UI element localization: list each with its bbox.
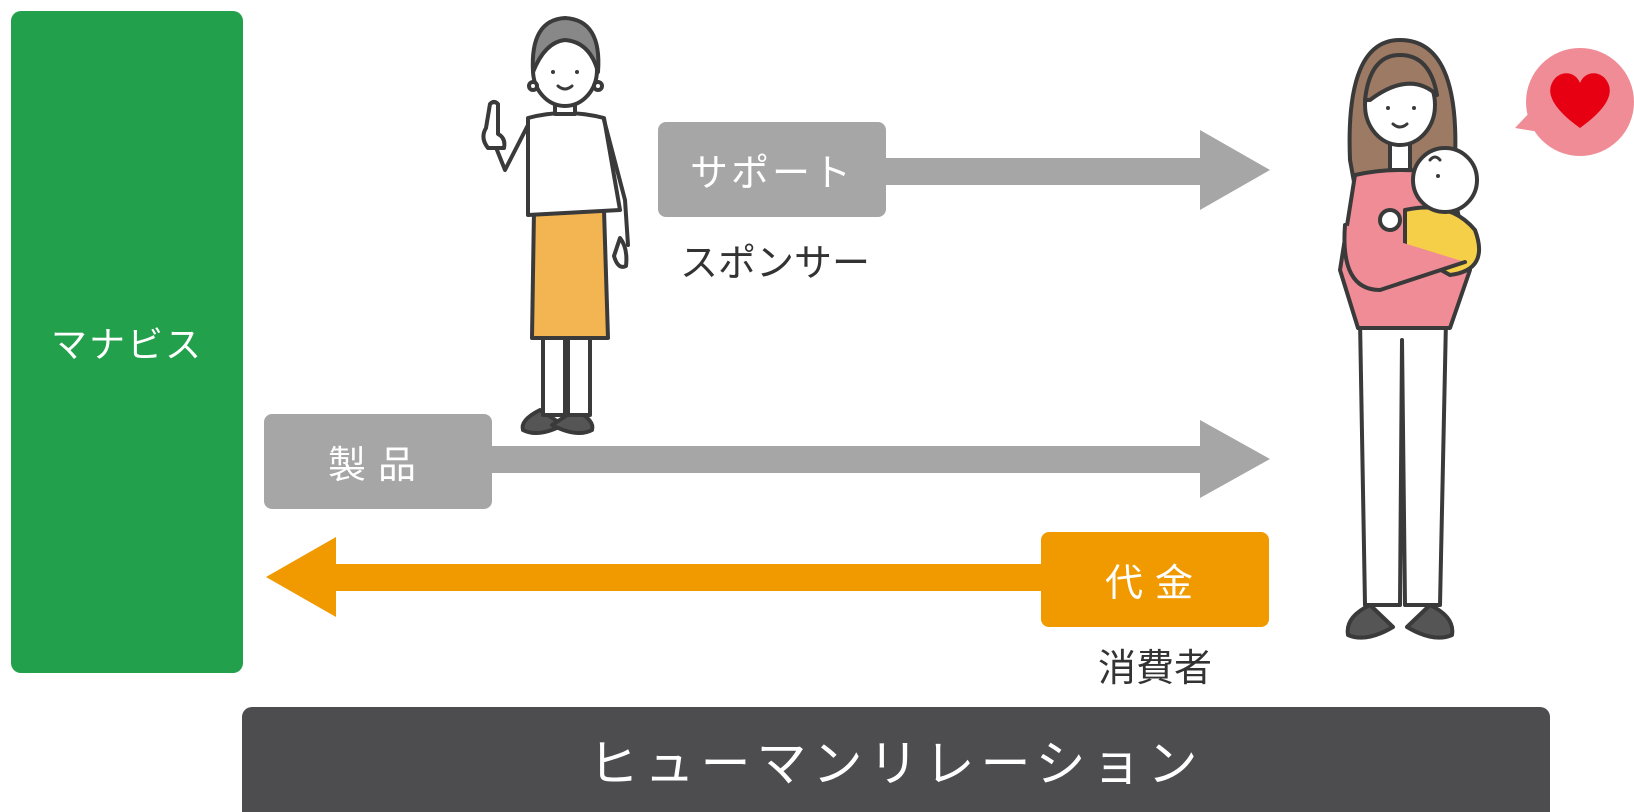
payment-box: 代金 (1041, 532, 1269, 627)
manabis-label: マナビス (50, 325, 203, 366)
product-arrow (488, 420, 1270, 498)
support-arrow (880, 130, 1270, 210)
manabis-box: マナビス (11, 11, 243, 673)
product-box: 製品 (264, 414, 492, 509)
consumer-label: 消費者 (1098, 646, 1213, 690)
human-relation-bar: ヒューマンリレーション (242, 707, 1550, 812)
payment-label: 代金 (1104, 561, 1205, 605)
heart-speech-bubble-icon (1515, 48, 1634, 156)
woman-pointing-icon (481, 16, 630, 436)
support-box: サポート (658, 122, 886, 217)
support-label: サポート (689, 151, 854, 195)
product-label: 製品 (327, 443, 428, 487)
sponsor-label: スポンサー (680, 241, 871, 285)
mother-with-baby-icon (1338, 38, 1481, 640)
human-relation-label: ヒューマンリレーション (588, 734, 1204, 793)
payment-arrow (266, 537, 1050, 617)
